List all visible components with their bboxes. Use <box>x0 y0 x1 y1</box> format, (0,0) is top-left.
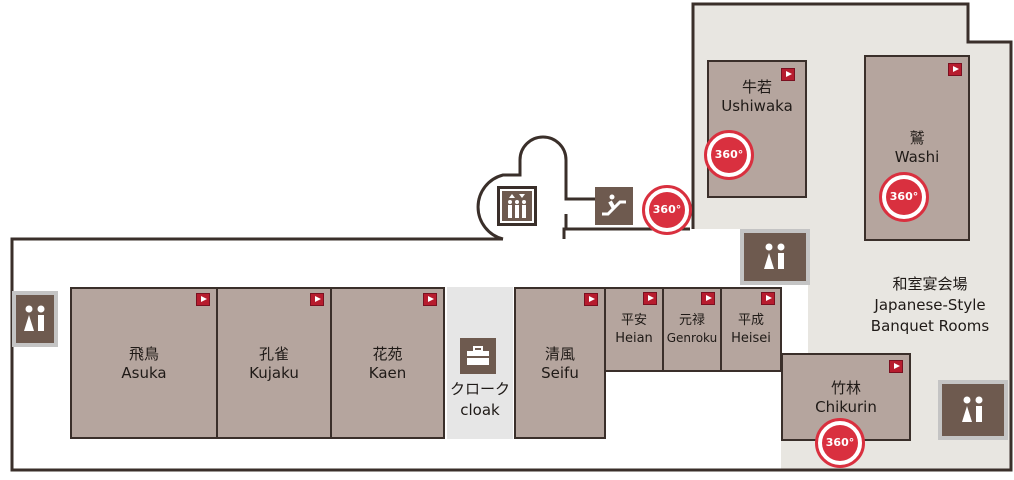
360-label: 360° <box>822 425 858 461</box>
room-kujaku-jp: 孔雀 <box>258 345 289 363</box>
room-washi-en: Washi <box>894 148 940 166</box>
play-video-icon[interactable] <box>889 360 903 373</box>
cloak-label-jp: クローク <box>449 380 510 398</box>
japanese-area-title-jp: 和室宴会場 <box>892 275 968 293</box>
room-kujaku[interactable]: 孔雀 Kujaku <box>216 287 332 439</box>
play-video-icon[interactable] <box>310 293 324 306</box>
restroom-symbol-icon <box>764 243 785 269</box>
room-genroku[interactable]: 元禄 Genroku <box>662 287 722 372</box>
room-ushiwaka-jp: 牛若 <box>741 78 772 96</box>
360-view-icon[interactable]: 360° <box>640 183 692 235</box>
room-asuka-jp: 飛鳥 <box>128 345 159 363</box>
360-view-icon[interactable]: 360° <box>702 128 754 180</box>
room-kaen-jp: 花苑 <box>372 345 403 363</box>
room-heisei-en: Heisei <box>731 331 771 346</box>
play-video-icon[interactable] <box>196 293 210 306</box>
360-label: 360° <box>649 192 685 228</box>
japanese-area-title-en-line1: Japanese-Style <box>874 296 986 314</box>
room-heisei[interactable]: 平成 Heisei <box>720 287 782 372</box>
room-chikurin-en: Chikurin <box>815 398 877 416</box>
room-seifu[interactable]: 清風 Seifu <box>514 287 606 439</box>
restroom-icon[interactable] <box>938 380 1008 440</box>
360-view-icon[interactable]: 360° <box>813 416 865 468</box>
briefcase-icon <box>467 346 489 365</box>
restroom-symbol-icon <box>24 305 45 331</box>
room-washi-jp: 鷲 <box>909 129 925 147</box>
play-video-icon[interactable] <box>781 68 795 81</box>
room-chikurin-jp: 竹林 <box>830 379 861 397</box>
elevator-people-icon <box>502 191 532 221</box>
play-video-icon[interactable] <box>701 292 715 305</box>
room-heian-jp: 平安 <box>620 313 647 328</box>
room-asuka[interactable]: 飛鳥 Asuka <box>70 287 218 439</box>
play-video-icon[interactable] <box>761 292 775 305</box>
room-kaen-en: Kaen <box>368 364 407 382</box>
play-video-icon[interactable] <box>423 293 437 306</box>
360-label: 360° <box>711 137 747 173</box>
corridor-wall <box>476 135 596 241</box>
restroom-icon[interactable] <box>12 291 58 347</box>
room-seifu-en: Seifu <box>541 364 579 382</box>
restroom-symbol-icon <box>962 396 983 422</box>
play-video-icon[interactable] <box>584 293 598 306</box>
room-asuka-en: Asuka <box>121 364 167 382</box>
room-kaen[interactable]: 花苑 Kaen <box>330 287 445 439</box>
room-seifu-jp: 清風 <box>544 345 575 363</box>
play-video-icon[interactable] <box>643 292 657 305</box>
elevator-icon[interactable] <box>497 186 537 226</box>
360-label: 360° <box>886 179 922 215</box>
escalator-icon[interactable] <box>595 187 633 225</box>
play-video-icon[interactable] <box>948 63 962 76</box>
cloakroom-icon[interactable] <box>460 338 496 374</box>
escalator-symbol-icon <box>602 194 626 216</box>
room-genroku-en: Genroku <box>666 331 718 345</box>
japanese-area-title-en-line2: Banquet Rooms <box>870 317 990 335</box>
room-heian-en: Heian <box>615 331 653 346</box>
360-view-icon[interactable]: 360° <box>877 170 929 222</box>
room-kujaku-en: Kujaku <box>249 364 299 382</box>
room-heisei-jp: 平成 <box>737 313 764 328</box>
room-ushiwaka-en: Ushiwaka <box>721 97 793 115</box>
room-genroku-jp: 元禄 <box>678 313 705 328</box>
room-heian[interactable]: 平安 Heian <box>604 287 664 372</box>
cloak-label-en: cloak <box>460 401 500 419</box>
restroom-icon[interactable] <box>740 229 810 285</box>
